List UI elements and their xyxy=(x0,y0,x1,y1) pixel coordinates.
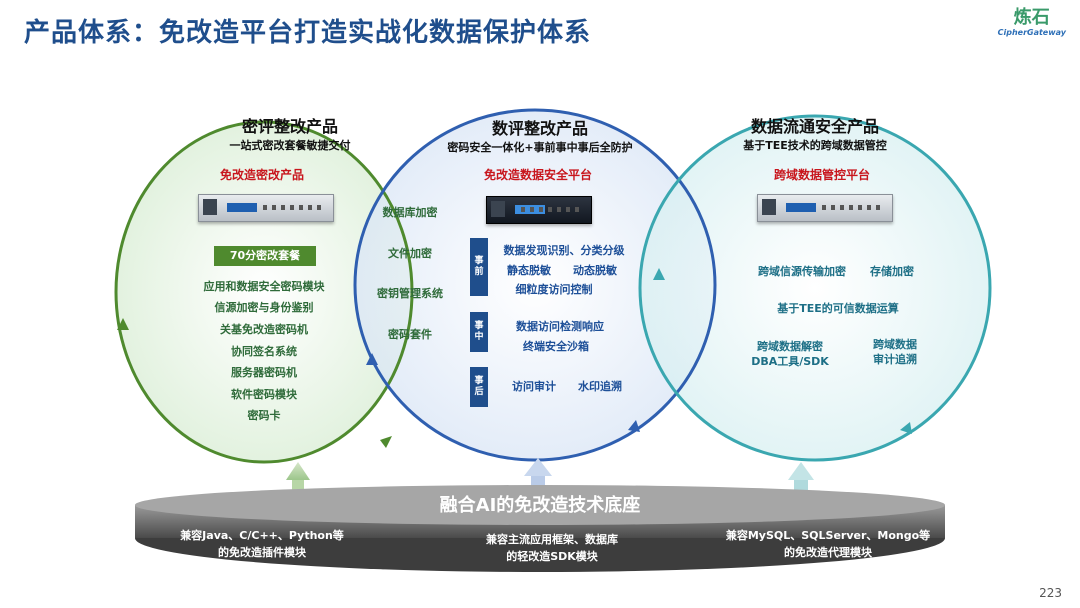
before-line-2: 静态脱敏 动态脱敏 xyxy=(507,264,617,277)
page-number: 223 xyxy=(1039,586,1062,600)
left-title: 密评整改产品 xyxy=(241,117,339,136)
left-item-5: 服务器密码机 xyxy=(231,366,297,379)
right-title: 数据流通安全产品 xyxy=(750,117,880,136)
base-title: 融合AI的免改造技术底座 xyxy=(439,495,641,516)
right-item-7: 审计追溯 xyxy=(873,353,917,366)
page-title: 产品体系：免改造平台打造实战化数据保护体系 xyxy=(24,18,592,48)
base-col-3: 兼容MySQL、SQLServer、Mongo等的免改造代理模块 xyxy=(725,529,931,559)
left-subtitle: 一站式密改套餐敏捷交付 xyxy=(229,139,351,152)
center-server-image xyxy=(486,196,592,224)
right-circle-outline xyxy=(638,114,992,462)
base-col-2: 兼容主流应用框架、数据库的轻改造SDK模块 xyxy=(486,533,618,563)
left-circle-outline xyxy=(114,120,414,464)
right-item-4: 跨域数据解密 xyxy=(757,340,823,353)
tag-before: 事前 xyxy=(470,238,488,296)
left-item-6: 软件密码模块 xyxy=(231,388,297,401)
before-line-3: 细粒度访问控制 xyxy=(515,283,593,296)
before-line-1: 数据发现识别、分类分级 xyxy=(503,244,625,257)
center-title: 数评整改产品 xyxy=(491,119,589,138)
right-item-1: 跨域信源传输加密 xyxy=(758,265,846,278)
logo-en-text: CipherGateway xyxy=(997,28,1066,37)
left-server-image xyxy=(198,194,334,222)
right-server-image xyxy=(757,194,893,222)
right-item-3: 基于TEE的可信数据运算 xyxy=(777,302,899,315)
logo-cn-text: 炼石 xyxy=(1013,7,1050,28)
after-line-1: 访问审计 水印追溯 xyxy=(512,380,622,393)
base-disk-top xyxy=(135,485,945,525)
base-col-1: 兼容Java、C/C++、Python等的免改造插件模块 xyxy=(180,529,344,559)
during-line-2: 终端安全沙箱 xyxy=(523,340,589,353)
right-item-5: DBA工具/SDK xyxy=(751,355,829,368)
right-item-6: 跨域数据 xyxy=(873,338,917,351)
left-item-1: 应用和数据安全密码模块 xyxy=(203,280,325,293)
left-item-2: 信源加密与身份鉴别 xyxy=(214,301,314,314)
overlap-item-2: 文件加密 xyxy=(388,247,432,260)
left-item-7: 密码卡 xyxy=(247,409,281,422)
company-logo: 炼石 CipherGateway xyxy=(997,7,1066,38)
tag-during: 事中 xyxy=(470,312,488,352)
right-product-name: 跨域数据管控平台 xyxy=(773,168,871,182)
tag-after: 事后 xyxy=(470,367,488,407)
right-subtitle: 基于TEE技术的跨域数据管控 xyxy=(743,139,887,152)
overlap-item-4: 密码套件 xyxy=(388,328,432,341)
center-product-name: 免改造数据安全平台 xyxy=(483,168,593,182)
left-item-4: 协同签名系统 xyxy=(231,345,297,358)
left-item-3: 关基免改造密码机 xyxy=(220,323,308,336)
overlap-item-3: 密钥管理系统 xyxy=(377,287,443,300)
left-product-name: 免改造密改产品 xyxy=(219,168,305,182)
center-subtitle: 密码安全一体化+事前事中事后全防护 xyxy=(447,141,633,154)
during-line-1: 数据访问检测响应 xyxy=(516,320,604,333)
overlap-item-1: 数据库加密 xyxy=(382,206,438,219)
left-badge: 70分密改套餐 xyxy=(214,246,316,266)
center-circle-outline xyxy=(353,108,717,462)
right-item-2: 存储加密 xyxy=(870,265,914,278)
